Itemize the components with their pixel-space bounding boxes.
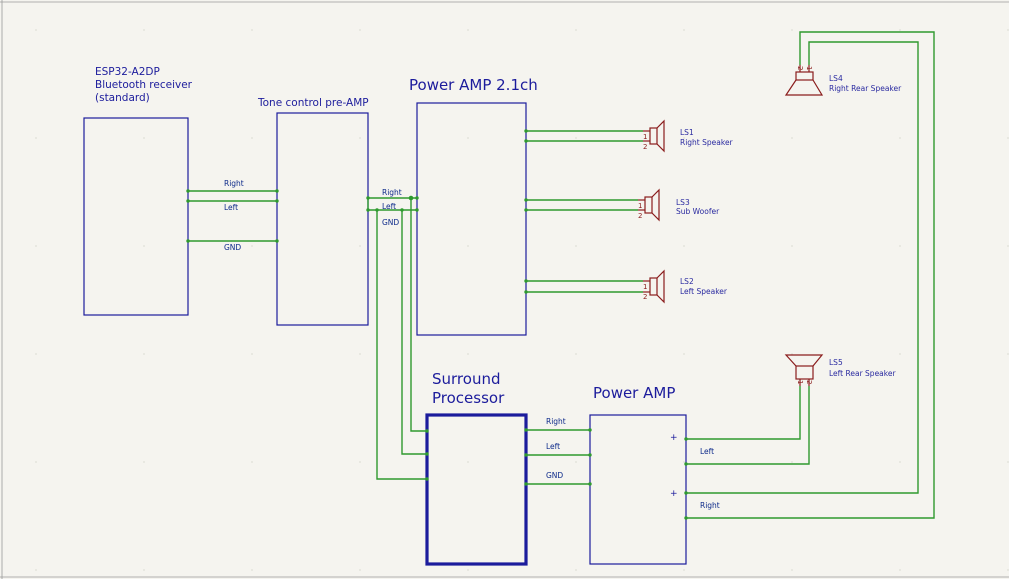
ls1-pin2: 2	[643, 143, 647, 151]
ls5-pin1: 1	[796, 380, 804, 384]
tone-control-preamp-block[interactable]: Tone control pre-AMP	[257, 97, 369, 326]
ls3-ref: LS3	[676, 198, 690, 207]
ls1-pin1: 1	[643, 133, 647, 141]
wire-ls5-pin2[interactable]	[686, 386, 810, 465]
speaker-ls1-icon[interactable]: 1 2 LS1 Right Speaker	[643, 119, 734, 153]
ls5-pin2: 2	[805, 380, 813, 384]
bluetooth-receiver-block[interactable]: ESP32-A2DP Bluetooth receiver (standard)	[83, 66, 193, 316]
power-amp-block[interactable]: Power AMP + +	[589, 384, 687, 565]
ls2-pin1: 1	[643, 283, 647, 291]
net-label-right-preamp: Right	[382, 188, 402, 197]
ls2-pin2: 2	[643, 293, 647, 301]
net-label-left-amp: Left	[700, 447, 714, 456]
speaker-ls2-icon[interactable]: 1 2 LS2 Left Speaker	[643, 269, 728, 304]
ls3-pin2: 2	[638, 212, 642, 220]
net-label-left-bt: Left	[224, 203, 238, 212]
power-amp-2-1ch-block[interactable]: Power AMP 2.1ch	[409, 76, 538, 336]
bt-title-line2: Bluetooth receiver	[95, 79, 193, 91]
amp-title: Power AMP	[593, 384, 675, 402]
amp-plus-upper: +	[670, 433, 678, 443]
net-label-right-amp: Right	[700, 501, 720, 510]
bt-title-line1: ESP32-A2DP	[95, 66, 160, 78]
ls4-pin1: 1	[805, 66, 813, 70]
ls1-value: Right Speaker	[680, 138, 734, 147]
ls4-value: Right Rear Speaker	[829, 84, 902, 93]
ls4-ref: LS4	[829, 74, 843, 83]
ls5-ref: LS5	[829, 358, 843, 367]
surround-title-line2: Processor	[432, 389, 505, 407]
net-label-gnd-surround: GND	[546, 471, 563, 480]
wire-branch-left[interactable]	[401, 210, 427, 455]
preamp-title: Tone control pre-AMP	[257, 97, 369, 109]
net-label-left-surround: Left	[546, 442, 560, 451]
net-label-gnd-preamp: GND	[382, 218, 399, 227]
junction-dots	[186, 129, 688, 520]
surround-processor-block[interactable]: Surround Processor	[425, 370, 528, 566]
speaker-ls3-icon[interactable]: 1 2 LS3 Sub Woofer	[638, 188, 720, 222]
ls3-value: Sub Woofer	[676, 207, 720, 216]
net-label-left-preamp: Left	[382, 202, 396, 211]
ls2-ref: LS2	[680, 277, 694, 286]
net-labels: Right Left GND Right Left GND Right Left…	[224, 179, 720, 510]
speaker-ls5-icon[interactable]: 1 2 LS5 Left Rear Speaker	[784, 354, 896, 386]
net-label-right-surround: Right	[546, 417, 566, 426]
amp21-title: Power AMP 2.1ch	[409, 76, 538, 94]
ls4-pin2: 2	[796, 66, 804, 70]
surround-title-line1: Surround	[432, 370, 500, 388]
net-label-right-bt: Right	[224, 179, 244, 188]
speaker-ls4-icon[interactable]: 2 1 LS4 Right Rear Speaker	[784, 65, 902, 96]
net-label-gnd-bt: GND	[224, 243, 241, 252]
ls3-pin1: 1	[638, 202, 642, 210]
wire-branch-right[interactable]	[410, 198, 427, 432]
wire-ls5-pin1[interactable]	[686, 386, 801, 440]
ls2-value: Left Speaker	[680, 287, 728, 296]
amp-plus-lower: +	[670, 489, 678, 499]
ls5-value: Left Rear Speaker	[829, 369, 896, 378]
wiring	[188, 31, 935, 519]
background-grid	[35, 29, 1009, 571]
wire-branch-gnd[interactable]	[376, 210, 427, 480]
wire-ls4-pin1[interactable]	[686, 41, 919, 494]
bt-title-line3: (standard)	[95, 92, 150, 104]
ls1-ref: LS1	[680, 128, 694, 137]
wire-ls4-pin2[interactable]	[686, 31, 935, 519]
